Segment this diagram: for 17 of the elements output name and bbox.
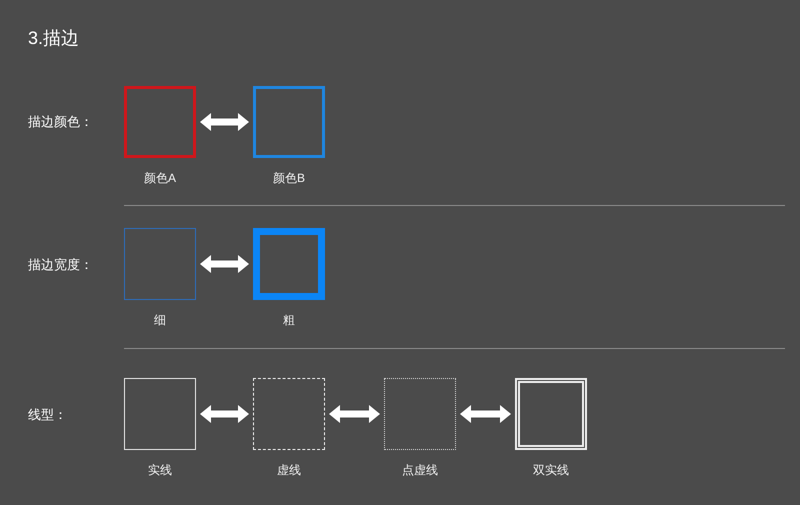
node-label: 点虚线 <box>402 462 438 478</box>
node-label: 粗 <box>283 312 295 328</box>
row-label: 描边宽度： <box>28 256 93 274</box>
double-headed-arrow <box>200 255 249 273</box>
node-label: 颜色B <box>272 170 305 186</box>
node-label: 虚线 <box>277 462 301 478</box>
double-headed-arrow <box>460 405 511 423</box>
node-label: 细 <box>154 312 166 328</box>
double-headed-arrow <box>200 405 249 423</box>
title: 3.描边 <box>28 27 80 50</box>
row-label: 描边颜色： <box>28 113 93 131</box>
node-label: 颜色A <box>144 170 176 186</box>
double-headed-arrow <box>200 113 249 131</box>
double-headed-arrow <box>329 405 380 423</box>
node-label: 双实线 <box>533 462 569 478</box>
node-label: 实线 <box>148 462 172 478</box>
row-label: 线型： <box>28 406 67 424</box>
